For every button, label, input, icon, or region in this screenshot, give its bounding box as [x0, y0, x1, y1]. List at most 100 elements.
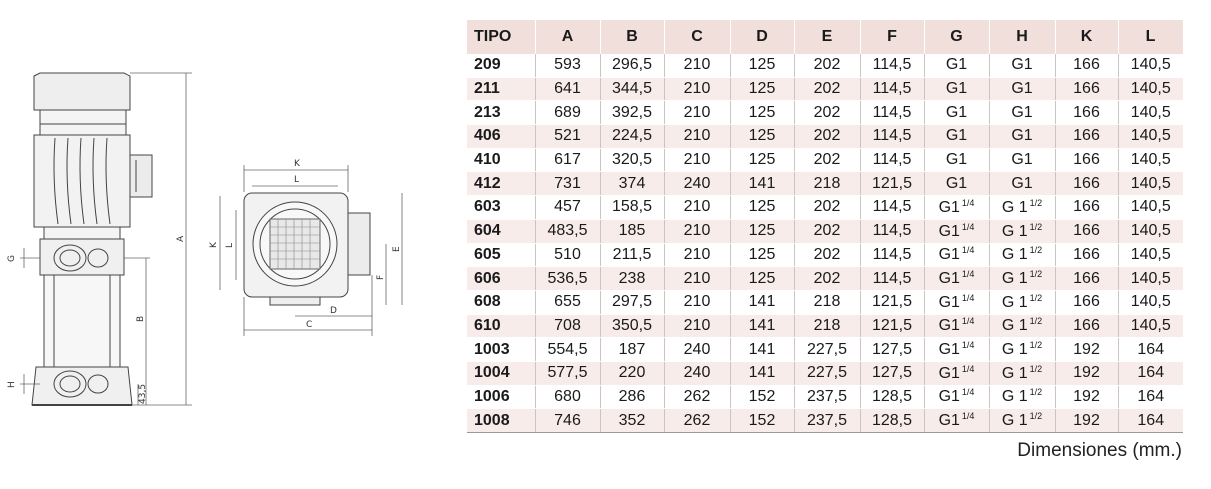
- cell-c: 210: [663, 219, 730, 244]
- cell-tipo: 608: [467, 290, 535, 315]
- cell-g-fraction: 1/4: [961, 363, 975, 374]
- cell-b: 187: [599, 337, 664, 362]
- cell-e: 218: [793, 171, 860, 197]
- cell-h-fraction: 1/2: [1029, 197, 1043, 208]
- cell-tipo: 406: [467, 124, 535, 149]
- column-header-c: C: [664, 20, 731, 54]
- cell-c: 262: [663, 385, 730, 410]
- cell-g: G1: [923, 148, 989, 173]
- cell-b: 286: [599, 385, 664, 410]
- cell-h-fraction: 1/2: [1029, 221, 1043, 232]
- cell-h-value: G 1: [1001, 198, 1028, 216]
- cell-k: 192: [1054, 337, 1118, 362]
- cell-tipo: 1004: [467, 361, 535, 386]
- cell-l: 164: [1117, 337, 1183, 362]
- dim-label-c: C: [306, 320, 312, 330]
- cell-tipo: 604: [467, 219, 535, 244]
- cell-f: 114,5: [859, 124, 924, 149]
- dim-label-d: D: [330, 306, 337, 316]
- cell-k: 166: [1054, 148, 1118, 173]
- cell-a: 536,5: [534, 266, 600, 291]
- cell-g-fraction: 1/4: [961, 292, 975, 303]
- cell-d: 141: [729, 171, 794, 197]
- cell-g-fraction: 1/4: [961, 221, 975, 232]
- cell-f: 127,5: [859, 361, 924, 386]
- cell-e: 202: [793, 219, 860, 244]
- pump-technical-drawing: A B G H 43,5 K L: [0, 0, 460, 489]
- cell-h-fraction: 1/2: [1029, 363, 1043, 374]
- cell-h-fraction: 1/2: [1029, 411, 1043, 422]
- cell-b: 185: [599, 219, 664, 244]
- cell-g: G1: [923, 100, 989, 126]
- cell-g-fraction: 1/4: [961, 245, 975, 256]
- cell-a: 457: [534, 195, 600, 220]
- cell-k: 166: [1054, 219, 1118, 244]
- cell-k: 166: [1054, 314, 1118, 339]
- cell-a: 708: [534, 314, 600, 339]
- cell-tipo: 1006: [467, 385, 535, 410]
- cell-k: 166: [1054, 77, 1118, 102]
- cell-tipo: 603: [467, 195, 535, 220]
- cell-b: 224,5: [599, 124, 664, 149]
- dim-label-g: G: [7, 255, 17, 262]
- cell-l: 140,5: [1117, 243, 1183, 268]
- cell-e: 202: [793, 54, 860, 78]
- dim-label-k-side: K: [209, 241, 219, 248]
- cell-k: 166: [1054, 124, 1118, 149]
- cell-h-value: G 1: [1001, 317, 1028, 335]
- cell-c: 210: [663, 266, 730, 291]
- cell-f: 114,5: [859, 219, 924, 244]
- pump-drawing-svg: A B G H 43,5 K L: [7, 72, 403, 406]
- cell-l: 140,5: [1117, 266, 1183, 291]
- cell-tipo: 213: [467, 100, 535, 126]
- cell-tipo: 412: [467, 171, 535, 197]
- cell-l: 140,5: [1117, 219, 1183, 244]
- cell-e: 202: [793, 124, 860, 149]
- cell-b: 238: [599, 266, 664, 291]
- cell-k: 166: [1054, 195, 1118, 220]
- dim-label-a: A: [176, 235, 186, 242]
- cell-l: 140,5: [1117, 148, 1183, 173]
- cell-l: 140,5: [1117, 171, 1183, 197]
- cell-h-value: G 1: [1001, 222, 1028, 240]
- cell-h: G1: [988, 148, 1055, 173]
- dim-label-base-height: 43,5: [138, 384, 148, 404]
- cell-k: 166: [1054, 266, 1118, 291]
- cell-c: 240: [663, 361, 730, 386]
- cell-c: 262: [663, 408, 730, 433]
- dim-label-l-side: L: [225, 243, 235, 248]
- cell-c: 210: [663, 243, 730, 268]
- cell-tipo: 211: [467, 77, 535, 102]
- cell-b: 344,5: [599, 77, 664, 102]
- column-header-d: D: [730, 20, 795, 54]
- cell-a: 689: [534, 100, 600, 126]
- cell-c: 210: [663, 148, 730, 173]
- cell-a: 521: [534, 124, 600, 149]
- cell-f: 121,5: [859, 171, 924, 197]
- cell-e: 202: [793, 148, 860, 173]
- cell-f: 128,5: [859, 385, 924, 410]
- cell-g-fraction: 1/4: [961, 269, 975, 280]
- cell-b: 374: [599, 171, 664, 197]
- cell-g-value: G1: [938, 198, 960, 216]
- cell-d: 141: [729, 361, 794, 386]
- cell-k: 166: [1054, 290, 1118, 315]
- cell-l: 140,5: [1117, 195, 1183, 220]
- cell-e: 202: [793, 243, 860, 268]
- cell-h: G1: [988, 77, 1055, 102]
- cell-g: G1: [923, 54, 989, 78]
